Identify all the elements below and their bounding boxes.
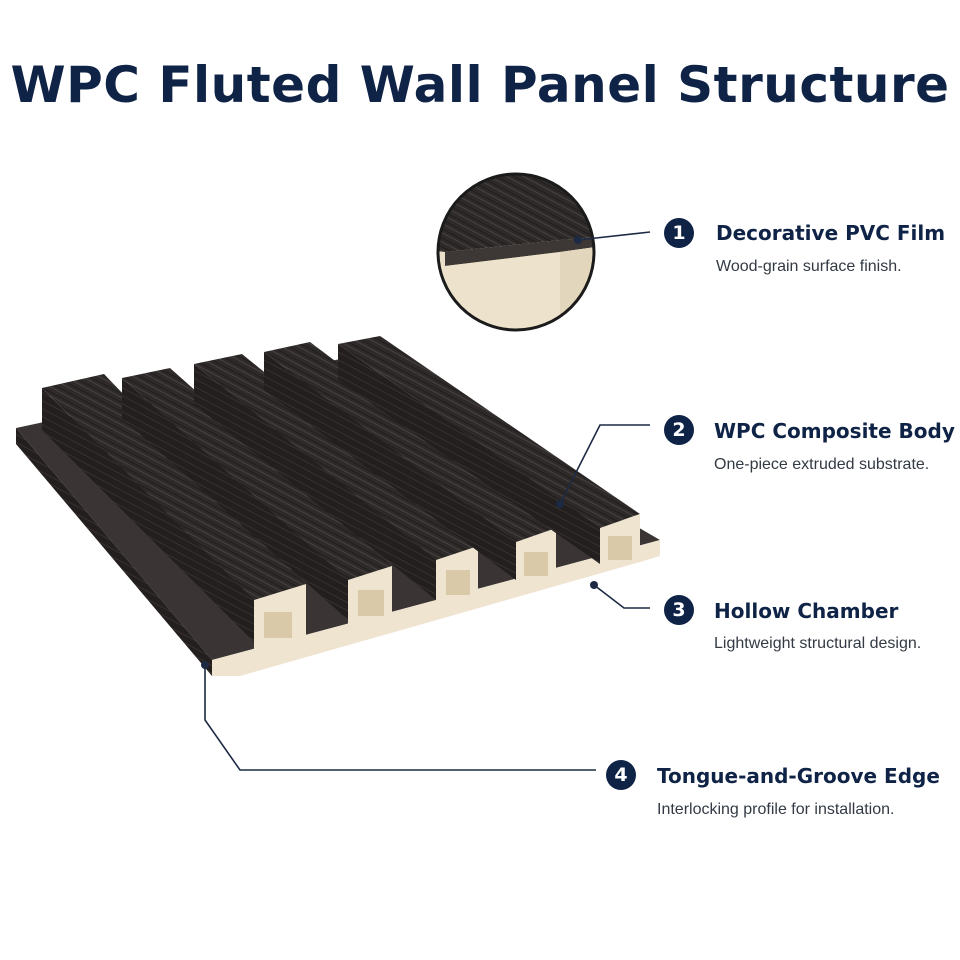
page-title: WPC Fluted Wall Panel Structure <box>10 56 950 114</box>
leader-line-4 <box>204 665 596 771</box>
callout-number-badge: 4 <box>606 760 636 790</box>
leader-line-2 <box>559 424 650 505</box>
leader-dot-1 <box>574 236 582 244</box>
magnified-detail-circle <box>436 172 596 332</box>
leader-line-1 <box>577 231 651 241</box>
callout-description: One-piece extruded substrate. <box>714 456 930 473</box>
callout-number-badge: 2 <box>664 415 694 445</box>
panel-body <box>16 336 660 676</box>
callout-title: Hollow Chamber <box>714 599 899 623</box>
callout-description: Wood-grain surface finish. <box>716 258 902 275</box>
leader-dots <box>201 236 598 669</box>
leader-dot-3 <box>590 581 598 589</box>
callout-description: Lightweight structural design. <box>714 635 922 652</box>
callout-description: Interlocking profile for installation. <box>657 801 895 818</box>
leader-dot-2 <box>556 500 564 508</box>
callout-title: Tongue-and-Groove Edge <box>657 764 940 788</box>
leader-lines <box>204 231 651 771</box>
callout-number-badge: 3 <box>664 595 694 625</box>
callout-title: WPC Composite Body <box>714 419 955 443</box>
callout-number-badge: 1 <box>664 218 694 248</box>
callout-title: Decorative PVC Film <box>716 221 946 245</box>
leader-line-3 <box>593 584 650 609</box>
leader-dot-4 <box>201 661 209 669</box>
